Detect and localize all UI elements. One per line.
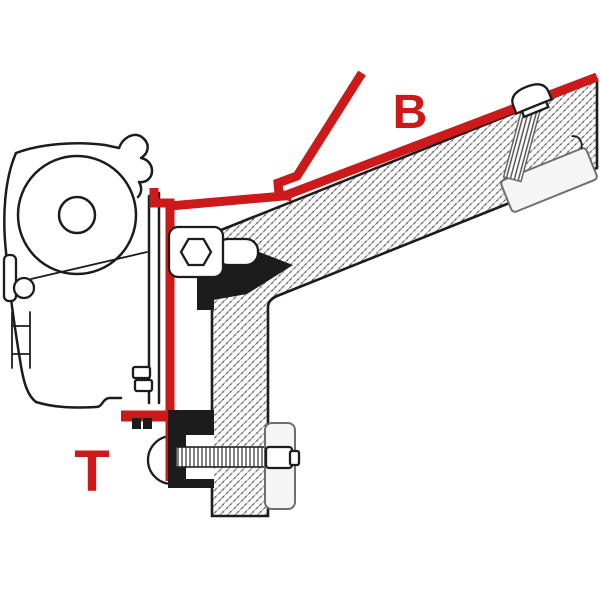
- wall-rail: [149, 188, 175, 481]
- adapter-wall-rail-red: [121, 188, 176, 481]
- hex-nut: [264, 445, 294, 470]
- fin-slot-upper: [186, 435, 214, 447]
- fabric-line: [30, 251, 148, 280]
- roller-axle: [57, 195, 97, 235]
- foot-screw-right: [143, 418, 152, 429]
- profile-ladder-struts: [11, 311, 31, 369]
- roof-screw-assembly: [500, 83, 598, 213]
- roller-drum: [16, 154, 138, 276]
- screw-head: [511, 83, 554, 119]
- lead-rail-roller: [12, 276, 36, 300]
- fin-slot-lower: [186, 466, 214, 479]
- adapter-bracket-red: [169, 70, 599, 211]
- support-pole: [273, 70, 366, 202]
- clamp-bracket: [167, 225, 260, 279]
- foot-screw-left: [132, 418, 141, 429]
- cassette-top-edge: [14, 142, 121, 155]
- wall-bolt-assembly: [168, 410, 301, 510]
- label-t: T: [74, 439, 109, 504]
- case-screw-lower: [133, 378, 154, 393]
- hatched-body-section: [194, 78, 599, 518]
- case-screw-upper: [131, 365, 152, 380]
- wall-roof-panel: [194, 78, 599, 518]
- threaded-rod: [175, 446, 273, 468]
- rod-tip: [288, 449, 301, 467]
- screw-backing-plate: [500, 135, 598, 213]
- label-b: B: [393, 86, 428, 139]
- cassette-rail-hook: [117, 133, 154, 199]
- front-arm: [2, 253, 18, 303]
- hex-bolt-head: [179, 237, 213, 267]
- awning-cassette: [2, 133, 161, 409]
- cassette-bottom-edge: [34, 396, 123, 409]
